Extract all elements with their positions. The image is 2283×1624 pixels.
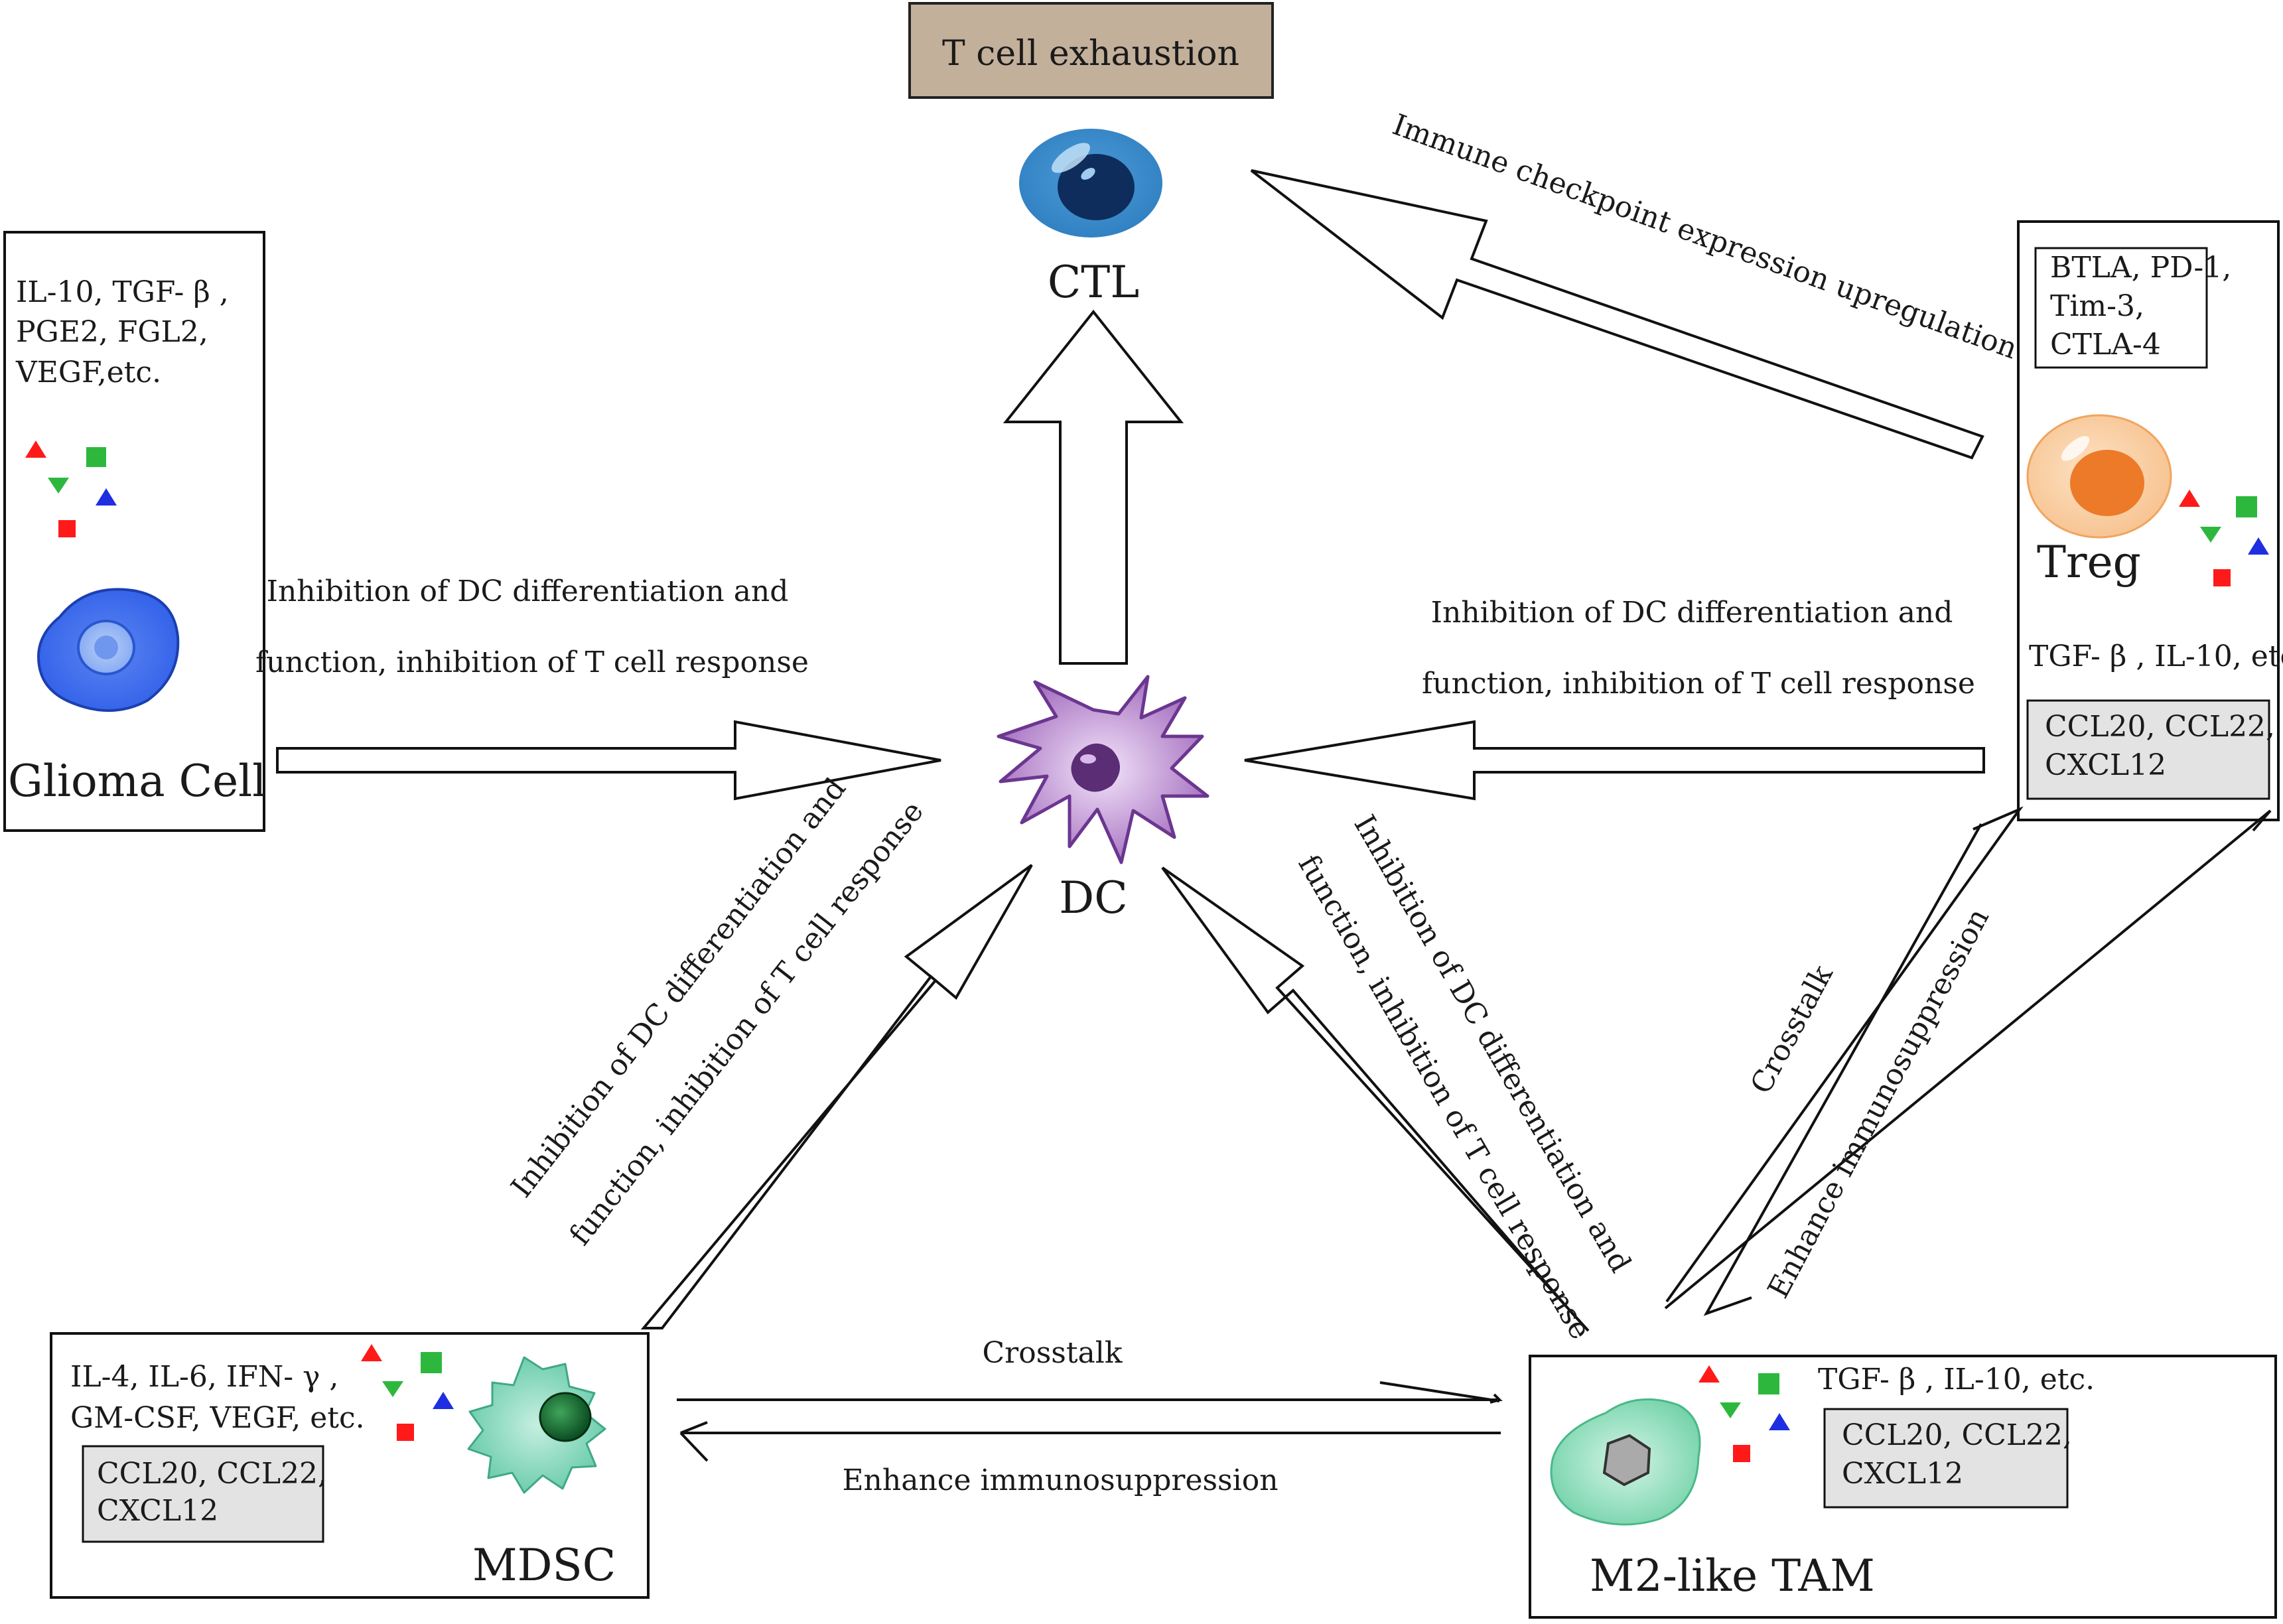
cytokine-square-red (2213, 569, 2231, 586)
cytokine-triangle-red (361, 1344, 382, 1361)
tam-chemokine-box (1823, 1408, 2069, 1509)
mdsc-cell-icon (467, 1356, 606, 1494)
treg-dc-label-line: function, inhibition of T cell response (1422, 667, 1975, 701)
cytokine-triangle-green (48, 478, 69, 494)
t-cell-exhaustion-box (908, 2, 1274, 99)
cytokine-square-green (2236, 496, 2257, 517)
treg-chemokine-box (2026, 699, 2270, 800)
tam-factors: TGF- β , IL-10, etc. (1818, 1363, 2095, 1396)
cytokine-triangle-blue (1769, 1413, 1790, 1430)
cytokine-triangle-red (25, 440, 46, 458)
glioma-dc-label-line: function, inhibition of T cell response (255, 645, 809, 679)
tam-chemokine-line: CXCL12 (1842, 1457, 1963, 1491)
tam-to-dc-arrow (1161, 866, 1590, 1332)
cytokine-square-green (86, 447, 106, 467)
cytokine-triangle-green (1720, 1402, 1741, 1418)
treg-to-tam-enhance-arrow (1703, 823, 1982, 1316)
cytokine-triangle-blue (2248, 537, 2269, 555)
treg-checkpoint-line: Tim-3, (2050, 289, 2144, 323)
mdsc-label: MDSC (472, 1540, 616, 1591)
mdsc-dc-label-line: Inhibition of DC differentiation and (504, 772, 853, 1203)
treg-checkpoint-line: CTLA-4 (2050, 328, 2161, 362)
treg-chemokine-line: CCL20, CCL22, (2045, 710, 2275, 744)
glioma-dc-label-line: Inhibition of DC differentiation and (267, 575, 789, 608)
crosstalk-bottom-label: Crosstalk (983, 1336, 1123, 1370)
cytokine-square-red (397, 1424, 414, 1441)
glioma-factor-line: PGE2, FGL2, (16, 315, 208, 349)
treg-to-ctl-arrow (1250, 169, 1984, 460)
glioma-cytokine-markers (25, 440, 117, 537)
treg-factors: TGF- β , IL-10, etc. (2029, 640, 2283, 673)
mdsc-box (50, 1332, 650, 1599)
glioma-factor-line: IL-10, TGF- β , (16, 275, 229, 309)
treg-checkpoint-box (2034, 247, 2208, 369)
mdsc-chemokine-box (82, 1445, 324, 1543)
cytokine-triangle-blue (96, 488, 117, 506)
treg-chemokine-line: CXCL12 (2045, 748, 2166, 782)
tam-box (1529, 1355, 2277, 1619)
tam-cell-icon (1550, 1398, 1701, 1526)
glioma-factor-line: VEGF,etc. (15, 356, 161, 389)
dc-label: DC (1059, 872, 1127, 923)
mdsc-to-dc-arrow (640, 864, 1033, 1329)
enhance-bottom-label: Enhance immunosuppression (842, 1463, 1278, 1497)
treg-checkpoint-line: BTLA, PD-1, (2050, 251, 2231, 285)
treg-dc-label-line: Inhibition of DC differentiation and (1431, 596, 1953, 630)
t-cell-exhaustion-label: T cell exhaustion (942, 34, 1239, 74)
ctl-label: CTL (1048, 257, 1139, 308)
enhance-right-label: Enhance immunosuppression (1762, 903, 1996, 1304)
cytokine-triangle-blue (433, 1392, 454, 1409)
cytokine-square-green (1758, 1373, 1779, 1394)
glioma-to-dc-arrow (276, 720, 941, 801)
tam-to-treg-crosstalk-arrow (1664, 809, 2272, 1310)
tam-to-treg-crosstalk-arrow (1665, 806, 2024, 1303)
dc-cell-icon (997, 675, 1210, 864)
dc-to-ctl-arrow (1003, 309, 1184, 665)
glioma-cell-icon (36, 588, 180, 712)
mdsc-factor-line: IL-4, IL-6, IFN- γ , (70, 1360, 338, 1394)
cytokine-square-red (1733, 1445, 1750, 1462)
cytokine-triangle-green (2200, 527, 2221, 543)
checkpoint-arrow-label: Immune checkpoint expression upregulatio… (1388, 107, 2022, 366)
mdsc-chemokine-line: CXCL12 (97, 1494, 218, 1528)
cytokine-square-red (58, 520, 76, 537)
tam-to-mdsc-enhance-arrow (680, 1421, 1501, 1434)
glioma-label: Glioma Cell (8, 756, 266, 807)
treg-to-dc-arrow (1244, 720, 1985, 801)
mdsc-chemokine-line: CCL20, CCL22, (97, 1457, 327, 1491)
mdsc-cytokine-markers (361, 1344, 454, 1441)
mdsc-dc-label-line: function, inhibition of T cell response (563, 795, 930, 1252)
treg-cell-icon (2026, 414, 2172, 539)
treg-cytokine-markers (2179, 490, 2269, 586)
tam-label: M2-like TAM (1590, 1550, 1875, 1601)
treg-box (2017, 220, 2280, 821)
mdsc-to-tam-crosstalk-arrow (677, 1393, 1503, 1404)
ctl-cell-icon (1019, 129, 1162, 237)
tam-dc-label-line: function, inhibition of T cell response (1291, 849, 1597, 1345)
cytokine-triangle-green (382, 1381, 403, 1397)
tam-cytokine-markers (1698, 1365, 1790, 1462)
glioma-cell-box (3, 231, 265, 832)
cytokine-triangle-red (2179, 490, 2200, 507)
tam-chemokine-line: CCL20, CCL22, (1842, 1418, 2072, 1452)
cytokine-square-green (421, 1352, 442, 1373)
mdsc-factor-line: GM-CSF, VEGF, etc. (70, 1401, 365, 1435)
cytokine-triangle-red (1698, 1365, 1720, 1383)
treg-label: Treg (2037, 537, 2141, 588)
